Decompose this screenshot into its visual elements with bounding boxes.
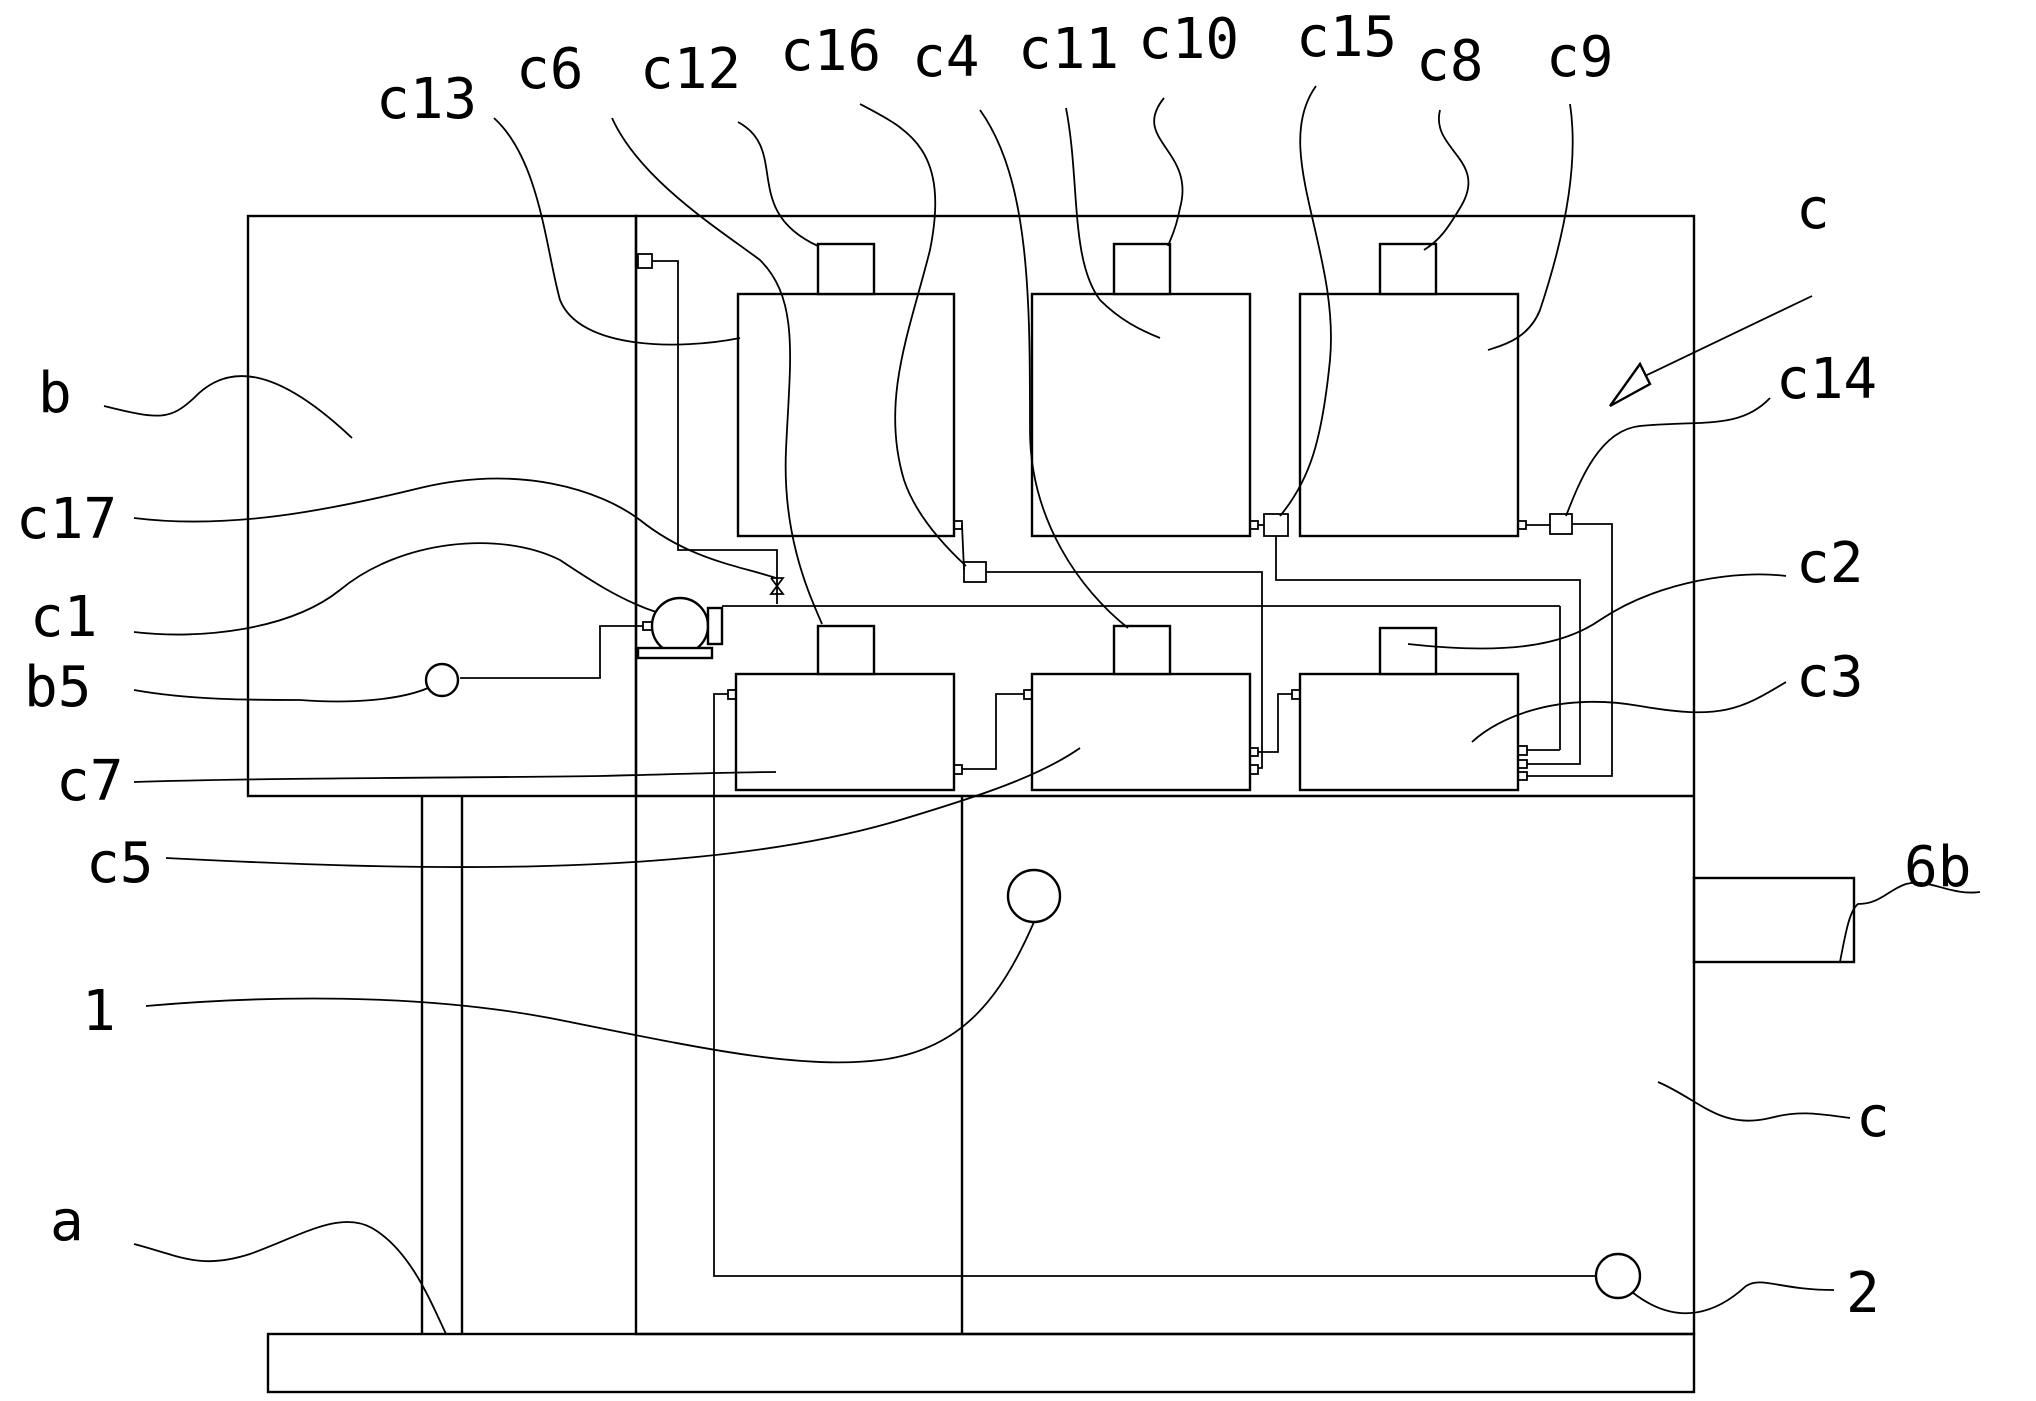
label-c5: c5: [86, 831, 153, 896]
label-c10: c10: [1138, 7, 1239, 72]
direction-arrow-c: [1609, 295, 1813, 408]
tank-c13: [736, 242, 956, 538]
label-c1: c1: [30, 585, 97, 650]
tank-c9: [1298, 242, 1520, 538]
label-c9: c9: [1546, 25, 1613, 90]
label-c16: c16: [780, 19, 881, 84]
label-c-lower: c: [1856, 1085, 1890, 1150]
tank-c7: [734, 624, 956, 792]
label-c11: c11: [1018, 17, 1119, 82]
label-a: a: [50, 1189, 84, 1254]
label-b: b: [38, 361, 72, 426]
callout-labels: c13 c6 c12 c16 c4 c11 c10 c15 c8 c9 c c1…: [16, 5, 1971, 1326]
pump-c1: [636, 596, 724, 660]
tank-c11: [1030, 242, 1252, 538]
label-1: 1: [82, 979, 116, 1044]
tank-c3: [1298, 626, 1520, 792]
label-c14: c14: [1776, 347, 1877, 412]
label-c15: c15: [1296, 5, 1397, 70]
tank-c5: [1030, 624, 1252, 792]
label-c12: c12: [640, 37, 741, 102]
label-6b: 6b: [1904, 835, 1971, 900]
outlet-6b: [1692, 876, 1856, 964]
label-c8: c8: [1416, 29, 1483, 94]
label-c2: c2: [1796, 531, 1863, 596]
label-c4: c4: [912, 25, 979, 90]
label-c17: c17: [16, 487, 117, 552]
label-2: 2: [1846, 1261, 1880, 1326]
piping: [460, 260, 1613, 1277]
base-plate: [266, 1332, 1696, 1394]
left-cabinet-b: [246, 214, 638, 798]
label-c7: c7: [56, 749, 123, 814]
label-b5: b5: [24, 655, 91, 720]
support-legs: [420, 796, 464, 1334]
label-c3: c3: [1796, 645, 1863, 710]
valve-c17: [769, 577, 785, 595]
leader-lines: [103, 85, 1981, 1335]
sensor-circles: [424, 662, 1642, 1300]
label-c6: c6: [516, 37, 583, 102]
label-c-arrow: c: [1796, 177, 1830, 242]
label-c13: c13: [376, 67, 477, 132]
